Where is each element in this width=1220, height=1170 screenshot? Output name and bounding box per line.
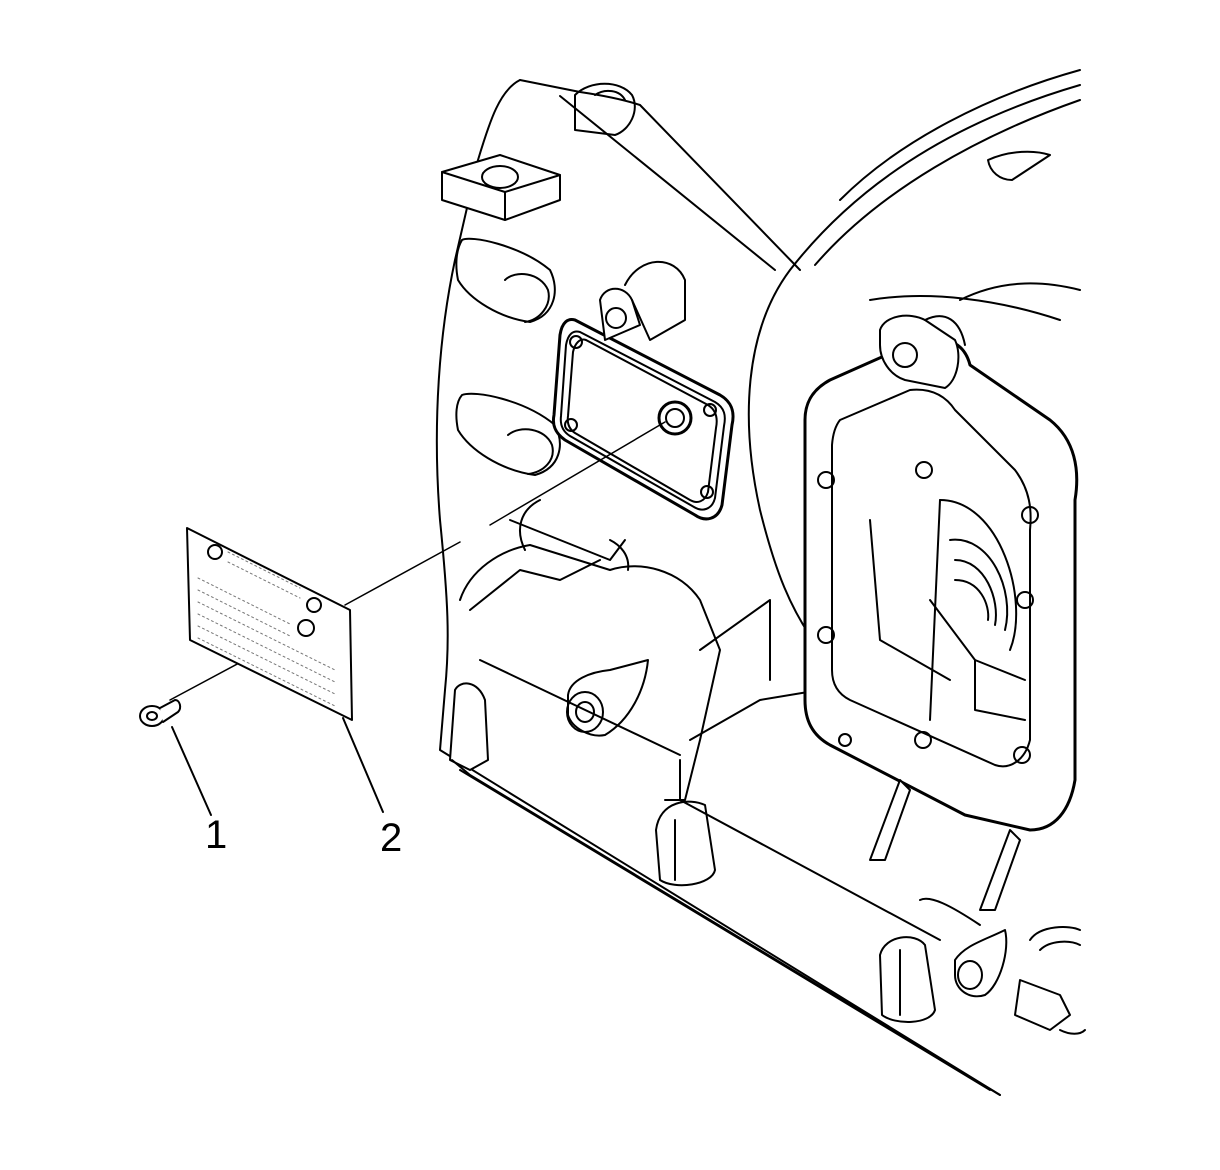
- lower-housing: [452, 500, 1000, 1095]
- callout-label-2: 2: [380, 816, 403, 860]
- top-mounting-boss: [442, 84, 635, 220]
- transmission-housing: [437, 70, 1080, 1095]
- callout-label-1: 1: [205, 813, 228, 857]
- housing-lobes-left: [450, 239, 560, 770]
- extension-housing-flange: [805, 316, 1077, 830]
- electrical-connector: [870, 780, 1085, 1034]
- identification-plate: [187, 528, 352, 720]
- servo-cover: [553, 262, 733, 519]
- retaining-rivet: [140, 700, 180, 726]
- callout-leaders: [172, 718, 383, 815]
